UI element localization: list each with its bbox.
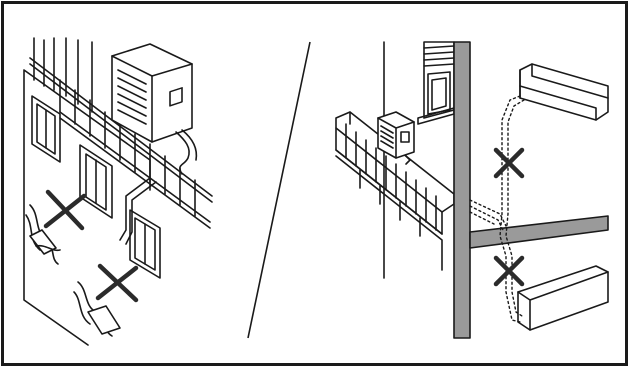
right-balcony <box>335 111 455 271</box>
x-mark-icon <box>43 189 87 231</box>
left-window-1 <box>31 95 61 163</box>
x-mark-icon <box>493 147 525 179</box>
left-window-2 <box>79 144 113 219</box>
outdoor-unit-icon <box>111 43 198 175</box>
left-panel <box>23 37 213 346</box>
left-pipe <box>119 177 157 245</box>
panel-divider <box>247 41 311 339</box>
left-window-3 <box>129 209 161 279</box>
dotted-pipe-route <box>469 95 525 323</box>
indoor-unit-icon <box>519 63 609 121</box>
wall-column <box>453 41 609 339</box>
x-mark-icon <box>493 255 525 287</box>
drain-pipe-icon <box>25 204 121 337</box>
right-panel <box>335 41 609 339</box>
outdoor-unit-icon <box>377 111 415 165</box>
x-mark-icon <box>95 263 139 303</box>
